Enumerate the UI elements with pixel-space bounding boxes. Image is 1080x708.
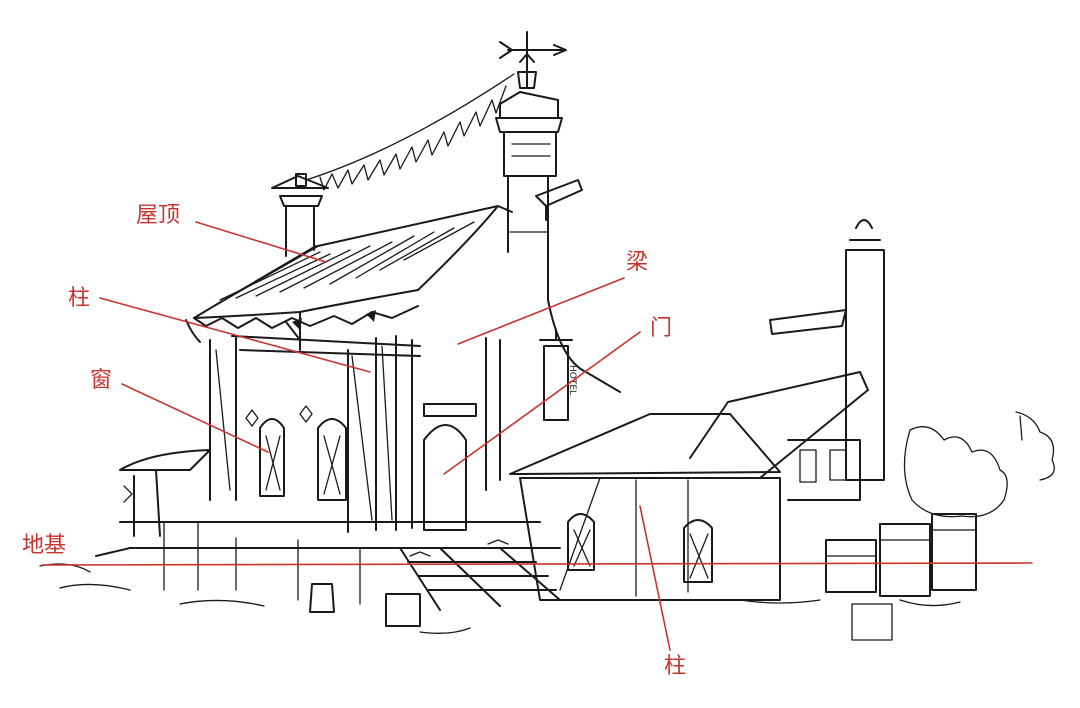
hotel-sign-text: HOTEL	[567, 365, 577, 395]
column-left-leader-line	[99, 297, 371, 373]
left-chimney	[271, 173, 329, 257]
right-upper-bracket	[535, 179, 583, 221]
label-beam: 梁	[626, 250, 649, 275]
tall-chimney-tower	[495, 91, 621, 393]
weathervane	[499, 31, 567, 89]
label-column-left: 柱	[68, 286, 91, 311]
door-leader-line	[443, 331, 641, 475]
label-foundation: 地基	[22, 533, 67, 558]
trees-right	[903, 411, 1055, 518]
crates-and-barrels-right	[825, 513, 977, 641]
label-column-bottom: 柱	[664, 654, 687, 679]
beam-leader-line	[457, 277, 625, 345]
window-leader-line	[121, 383, 269, 453]
right-wing-building	[509, 219, 885, 601]
label-door: 门	[650, 316, 673, 341]
hotel-sign: HOTEL	[539, 329, 577, 421]
label-roof: 屋顶	[136, 203, 181, 228]
foundation-line	[41, 562, 1033, 566]
bunting-flags	[305, 73, 515, 191]
roof-leader-line	[195, 221, 327, 263]
label-window: 窗	[90, 368, 113, 393]
awning-tent-left	[119, 449, 211, 537]
column-bottom-leader-line	[639, 505, 671, 651]
